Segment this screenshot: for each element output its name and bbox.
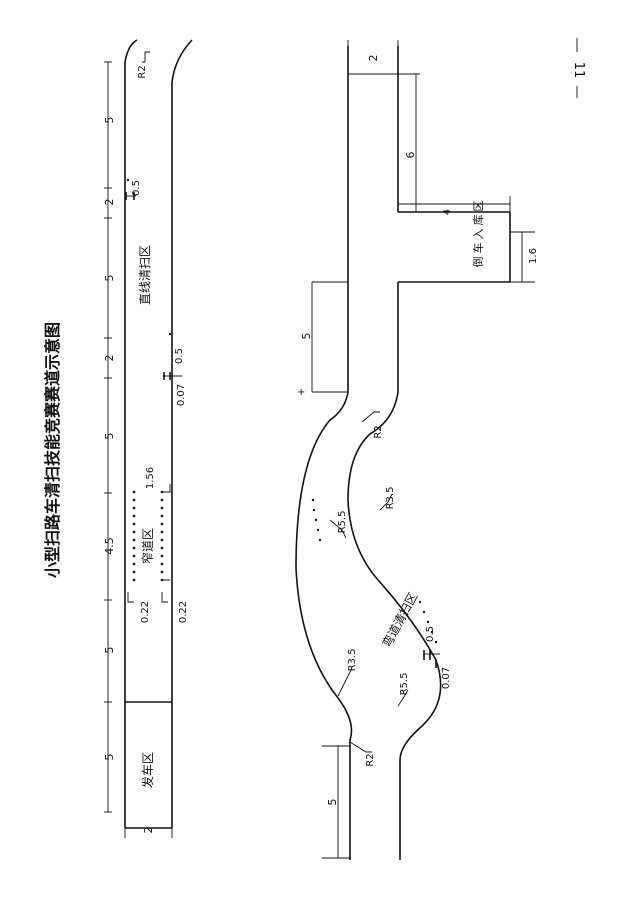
curve-track: 2 6 4 1.6 倒 车 入 库 区 bbox=[295, 40, 539, 860]
offset-leader bbox=[127, 592, 168, 603]
radius-leader bbox=[349, 741, 372, 753]
narrow-width-label: 1.56 bbox=[145, 467, 156, 489]
line-width-label: 0.07 bbox=[441, 667, 452, 689]
zone-label-curve: 弯道清扫区 bbox=[379, 590, 420, 650]
dim-label: 5 bbox=[103, 433, 116, 440]
narrow-zone-cones bbox=[132, 490, 164, 582]
narrow-width-leader bbox=[162, 484, 171, 581]
dim-label: 1.6 bbox=[528, 248, 539, 264]
radius-label: R2 bbox=[373, 425, 384, 438]
zone-label-reverse: 倒 车 入 库 区 bbox=[471, 201, 485, 268]
radius-leader bbox=[379, 493, 393, 511]
dim-label: 5 bbox=[300, 333, 313, 340]
offset-label: 0.22 bbox=[140, 601, 151, 623]
svg-text:车: 车 bbox=[471, 243, 485, 254]
radius-label: R3.5 bbox=[347, 649, 358, 672]
zone-label-straight: 直线清扫区 bbox=[138, 245, 152, 305]
zone-label-start: 发车区 bbox=[140, 752, 155, 788]
dim-label: 6 bbox=[404, 152, 417, 159]
dim-label: 5 bbox=[103, 275, 116, 282]
dim-label: 5 bbox=[326, 799, 339, 806]
curve-inner-edge bbox=[347, 391, 442, 860]
gap-label: 0.5 bbox=[174, 348, 185, 364]
dim-label: 2 bbox=[103, 199, 116, 206]
svg-text:入: 入 bbox=[472, 229, 485, 240]
radius-label: R3.5 bbox=[385, 487, 396, 510]
corner-radius-label: R2 bbox=[137, 65, 148, 78]
gap-marker bbox=[423, 650, 440, 668]
track-width-label: 2 bbox=[142, 827, 155, 834]
radius-leader bbox=[329, 519, 347, 539]
dim-label: 2 bbox=[367, 55, 380, 62]
zone-label-narrow: 窄道区 bbox=[140, 528, 155, 564]
gap-label: 0.5 bbox=[425, 626, 436, 642]
svg-text:倒: 倒 bbox=[472, 257, 485, 268]
dim-label: 4 bbox=[442, 209, 453, 215]
gap-marker bbox=[125, 178, 136, 200]
radius-leader bbox=[361, 411, 380, 423]
radius-leader bbox=[397, 689, 409, 707]
straight-track: 5 2 5 2 5 4.5 5 5 2 R2 bbox=[103, 39, 193, 838]
curve-outer-edge bbox=[295, 391, 353, 860]
dim-label: 5 bbox=[103, 754, 116, 761]
svg-text:区: 区 bbox=[472, 201, 485, 212]
track-corner bbox=[124, 39, 138, 63]
dimension-ticks bbox=[104, 61, 112, 813]
track-corner bbox=[171, 39, 193, 83]
radius-label: R5.5 bbox=[399, 673, 410, 696]
dim-label: 5 bbox=[103, 117, 116, 124]
svg-text:库: 库 bbox=[472, 215, 485, 226]
page-number: 11 bbox=[571, 62, 586, 79]
dim-label: 4.5 bbox=[103, 537, 116, 555]
dim-label: 2 bbox=[103, 355, 116, 362]
diagram-title: 小型扫路车清扫技能竞赛赛道示意图 bbox=[43, 322, 62, 578]
debris-dots bbox=[311, 498, 438, 644]
gap-marker bbox=[163, 332, 182, 380]
plus-mark: + bbox=[297, 387, 305, 398]
gap-label: 0.5 bbox=[131, 180, 142, 196]
radius-label: R5.5 bbox=[337, 511, 348, 534]
dim-label: 5 bbox=[103, 647, 116, 654]
radius-label: R2 bbox=[365, 753, 376, 766]
radius-leader bbox=[337, 667, 353, 697]
line-width-label: 0.07 bbox=[176, 384, 187, 406]
offset-label: 0.22 bbox=[178, 601, 189, 623]
leader-line bbox=[142, 51, 150, 63]
